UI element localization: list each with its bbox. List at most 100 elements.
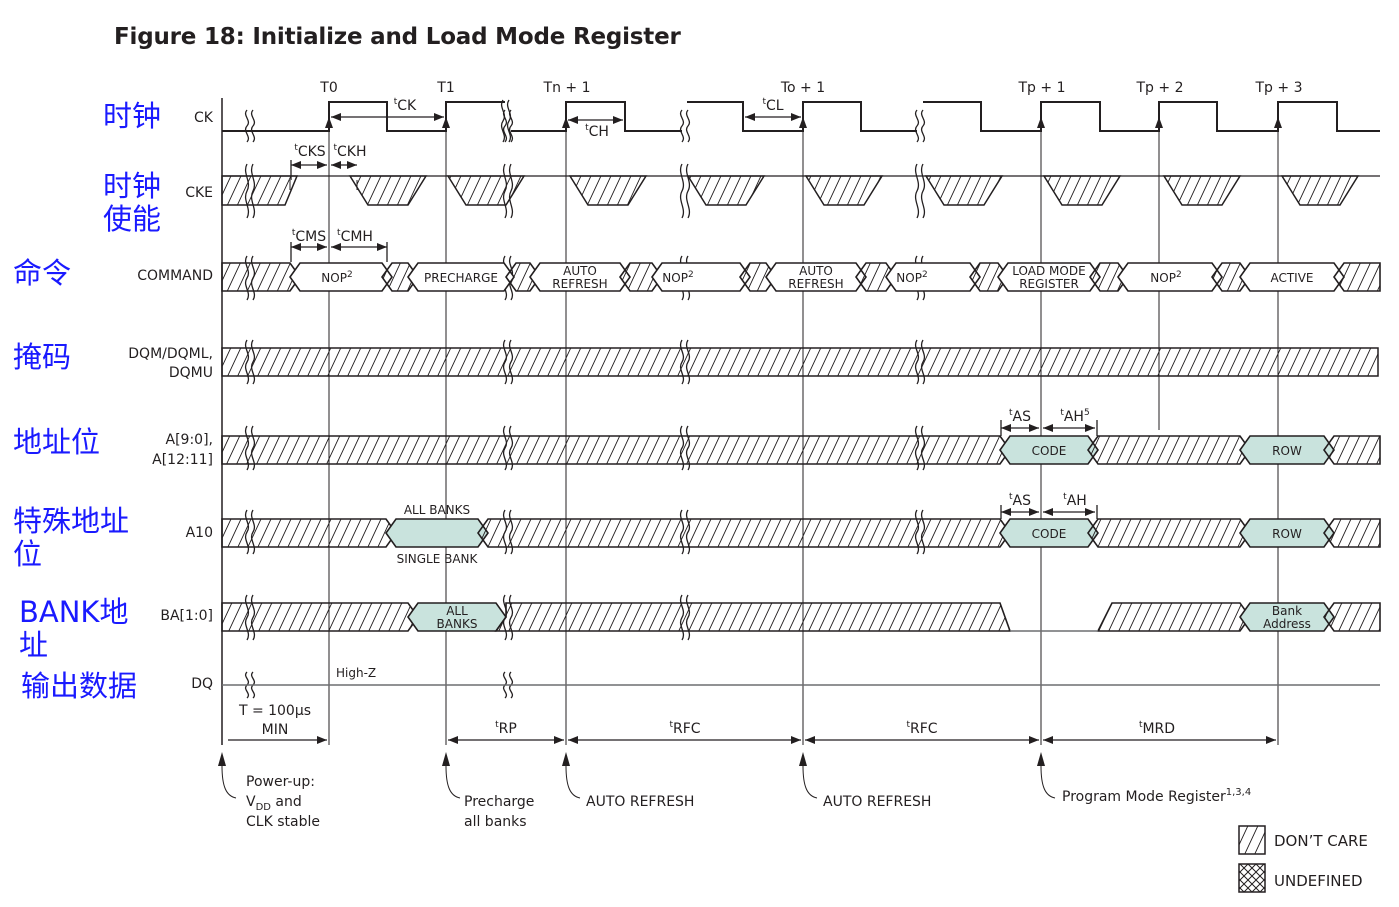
valid-segment <box>651 262 751 292</box>
text: and <box>271 794 302 810</box>
signal-name-addr-2: A[12:11] <box>152 452 213 468</box>
param-name: CL <box>766 98 784 114</box>
param-name: CH <box>589 124 609 140</box>
ck-rise-arrow-icon <box>1037 117 1045 128</box>
annotation-line: 时钟 <box>103 99 162 133</box>
signal-name-cke: CKE <box>185 185 213 201</box>
dont-care-segment <box>1096 602 1251 632</box>
ba-active-segment <box>1239 602 1335 632</box>
figure-title: Figure 18: Initialize and Load Mode Regi… <box>114 24 681 50</box>
annotation-line: BANK地 <box>19 595 129 629</box>
ba-all-banks-label: BANKS <box>437 617 478 631</box>
addr-row-label: ROW <box>1272 444 1302 458</box>
dont-care-segment <box>1089 262 1129 292</box>
dont-care-segment <box>381 262 419 292</box>
legend-crosshatch-swatch <box>1238 863 1266 893</box>
ba-bank-address-label: Bank <box>1272 604 1302 618</box>
ba-all-banks-label: ALL <box>446 604 468 618</box>
a10-row-segment <box>1239 518 1335 548</box>
subscript: DD <box>256 802 272 813</box>
callout-arrow-icon <box>1037 752 1045 766</box>
dont-care-segment <box>1323 518 1381 548</box>
dont-care-segment <box>1087 518 1251 548</box>
legend-label-dont-care: DON’T CARE <box>1274 832 1368 850</box>
callout-curve <box>1040 765 1056 799</box>
command-label-nop: NOP2 <box>1150 270 1181 285</box>
param-name: CKS <box>298 144 326 160</box>
t-prefix: t <box>337 228 341 238</box>
annotation-line: 地址位 <box>13 425 101 459</box>
dont-care-segment <box>1211 262 1251 292</box>
tah-addr-label: tAH5 <box>1060 408 1089 425</box>
t-prefix: t <box>292 228 296 238</box>
t-prefix: t <box>1009 408 1013 418</box>
dont-care-segment <box>221 262 301 292</box>
t-prefix: t <box>906 720 910 730</box>
annotation-line: 时钟 <box>103 169 162 203</box>
tcmh-label: tCMH <box>337 228 373 245</box>
t-prefix: t <box>294 143 298 153</box>
annotation-a10: 特殊地址位 <box>13 505 129 571</box>
annotation-line: 输出数据 <box>21 669 138 703</box>
t-prefix: t <box>1063 492 1067 502</box>
tch-label: tCH <box>585 123 609 140</box>
dont-care-segment <box>855 262 897 292</box>
text: V <box>246 794 256 810</box>
break-squiggle-icon <box>244 109 256 143</box>
tcms-label: tCMS <box>292 228 326 245</box>
signal-name-dqm-1: DQM/DQML, <box>128 346 213 362</box>
command-label-text: NOP <box>321 271 347 285</box>
footnote-superscript: 1,3,4 <box>1226 787 1251 798</box>
command-label-text: NOP <box>662 271 688 285</box>
dont-care-segment <box>619 262 663 292</box>
a10-code-label: CODE <box>1032 527 1067 541</box>
valid-segment <box>407 262 515 292</box>
dqm-dont-care <box>221 347 1379 377</box>
annotation-dq: 输出数据 <box>21 670 137 703</box>
edge-label-Tp2: Tp + 2 <box>1136 80 1184 96</box>
dont-care-segment <box>1087 435 1251 465</box>
annotation-cke: 时钟使能 <box>103 170 161 236</box>
footnote-superscript: 2 <box>688 270 694 280</box>
param-name: CMH <box>341 229 373 245</box>
dont-care-segment <box>221 518 397 548</box>
valid-segment <box>997 262 1101 292</box>
a10-code-segment <box>999 518 1099 548</box>
command-label-load-mode-register: REGISTER <box>1019 277 1079 291</box>
cke-dont-care <box>221 175 299 206</box>
edge-reference-lines <box>328 118 1279 745</box>
edge-label-Tp3: Tp + 3 <box>1255 80 1303 96</box>
ck-rise-arrow-icon <box>1155 117 1163 128</box>
callout-curve <box>802 765 818 799</box>
ck-rise-arrow-icon <box>562 117 570 128</box>
callout-precharge: Precharge <box>464 794 534 810</box>
signal-name-command: COMMAND <box>137 268 213 284</box>
command-label-text: NOP <box>1150 271 1176 285</box>
dont-care-segment <box>494 602 1012 632</box>
tcks-label: tCKS <box>294 143 325 160</box>
ck-segment <box>687 101 917 132</box>
annotation-command: 命令 <box>13 257 71 290</box>
annotation-dqm: 掩码 <box>13 341 71 374</box>
callout-curve <box>445 765 461 799</box>
dont-care-segment <box>1323 602 1381 632</box>
param-name: RFC <box>673 721 701 737</box>
signal-name-dq: DQ <box>191 676 213 692</box>
annotation-line: 特殊地址 <box>13 504 130 538</box>
t-prefix: t <box>1060 408 1064 418</box>
legend-label-undefined: UNDEFINED <box>1274 872 1363 890</box>
edge-label-T0: T0 <box>319 80 337 96</box>
break-squiggle-icon <box>679 163 691 219</box>
command-label-auto-refresh: AUTO <box>799 264 833 278</box>
annotation-ck: 时钟 <box>103 100 161 133</box>
command-label-auto-refresh: REFRESH <box>788 277 843 291</box>
command-label-load-mode-register: LOAD MODE <box>1012 264 1085 278</box>
dont-care-segment <box>477 518 1011 548</box>
param-name: CMS <box>295 229 326 245</box>
dont-care-segment <box>1323 435 1381 465</box>
callout-auto-refresh-1: AUTO REFRESH <box>586 794 694 810</box>
callout-curve <box>221 765 237 799</box>
